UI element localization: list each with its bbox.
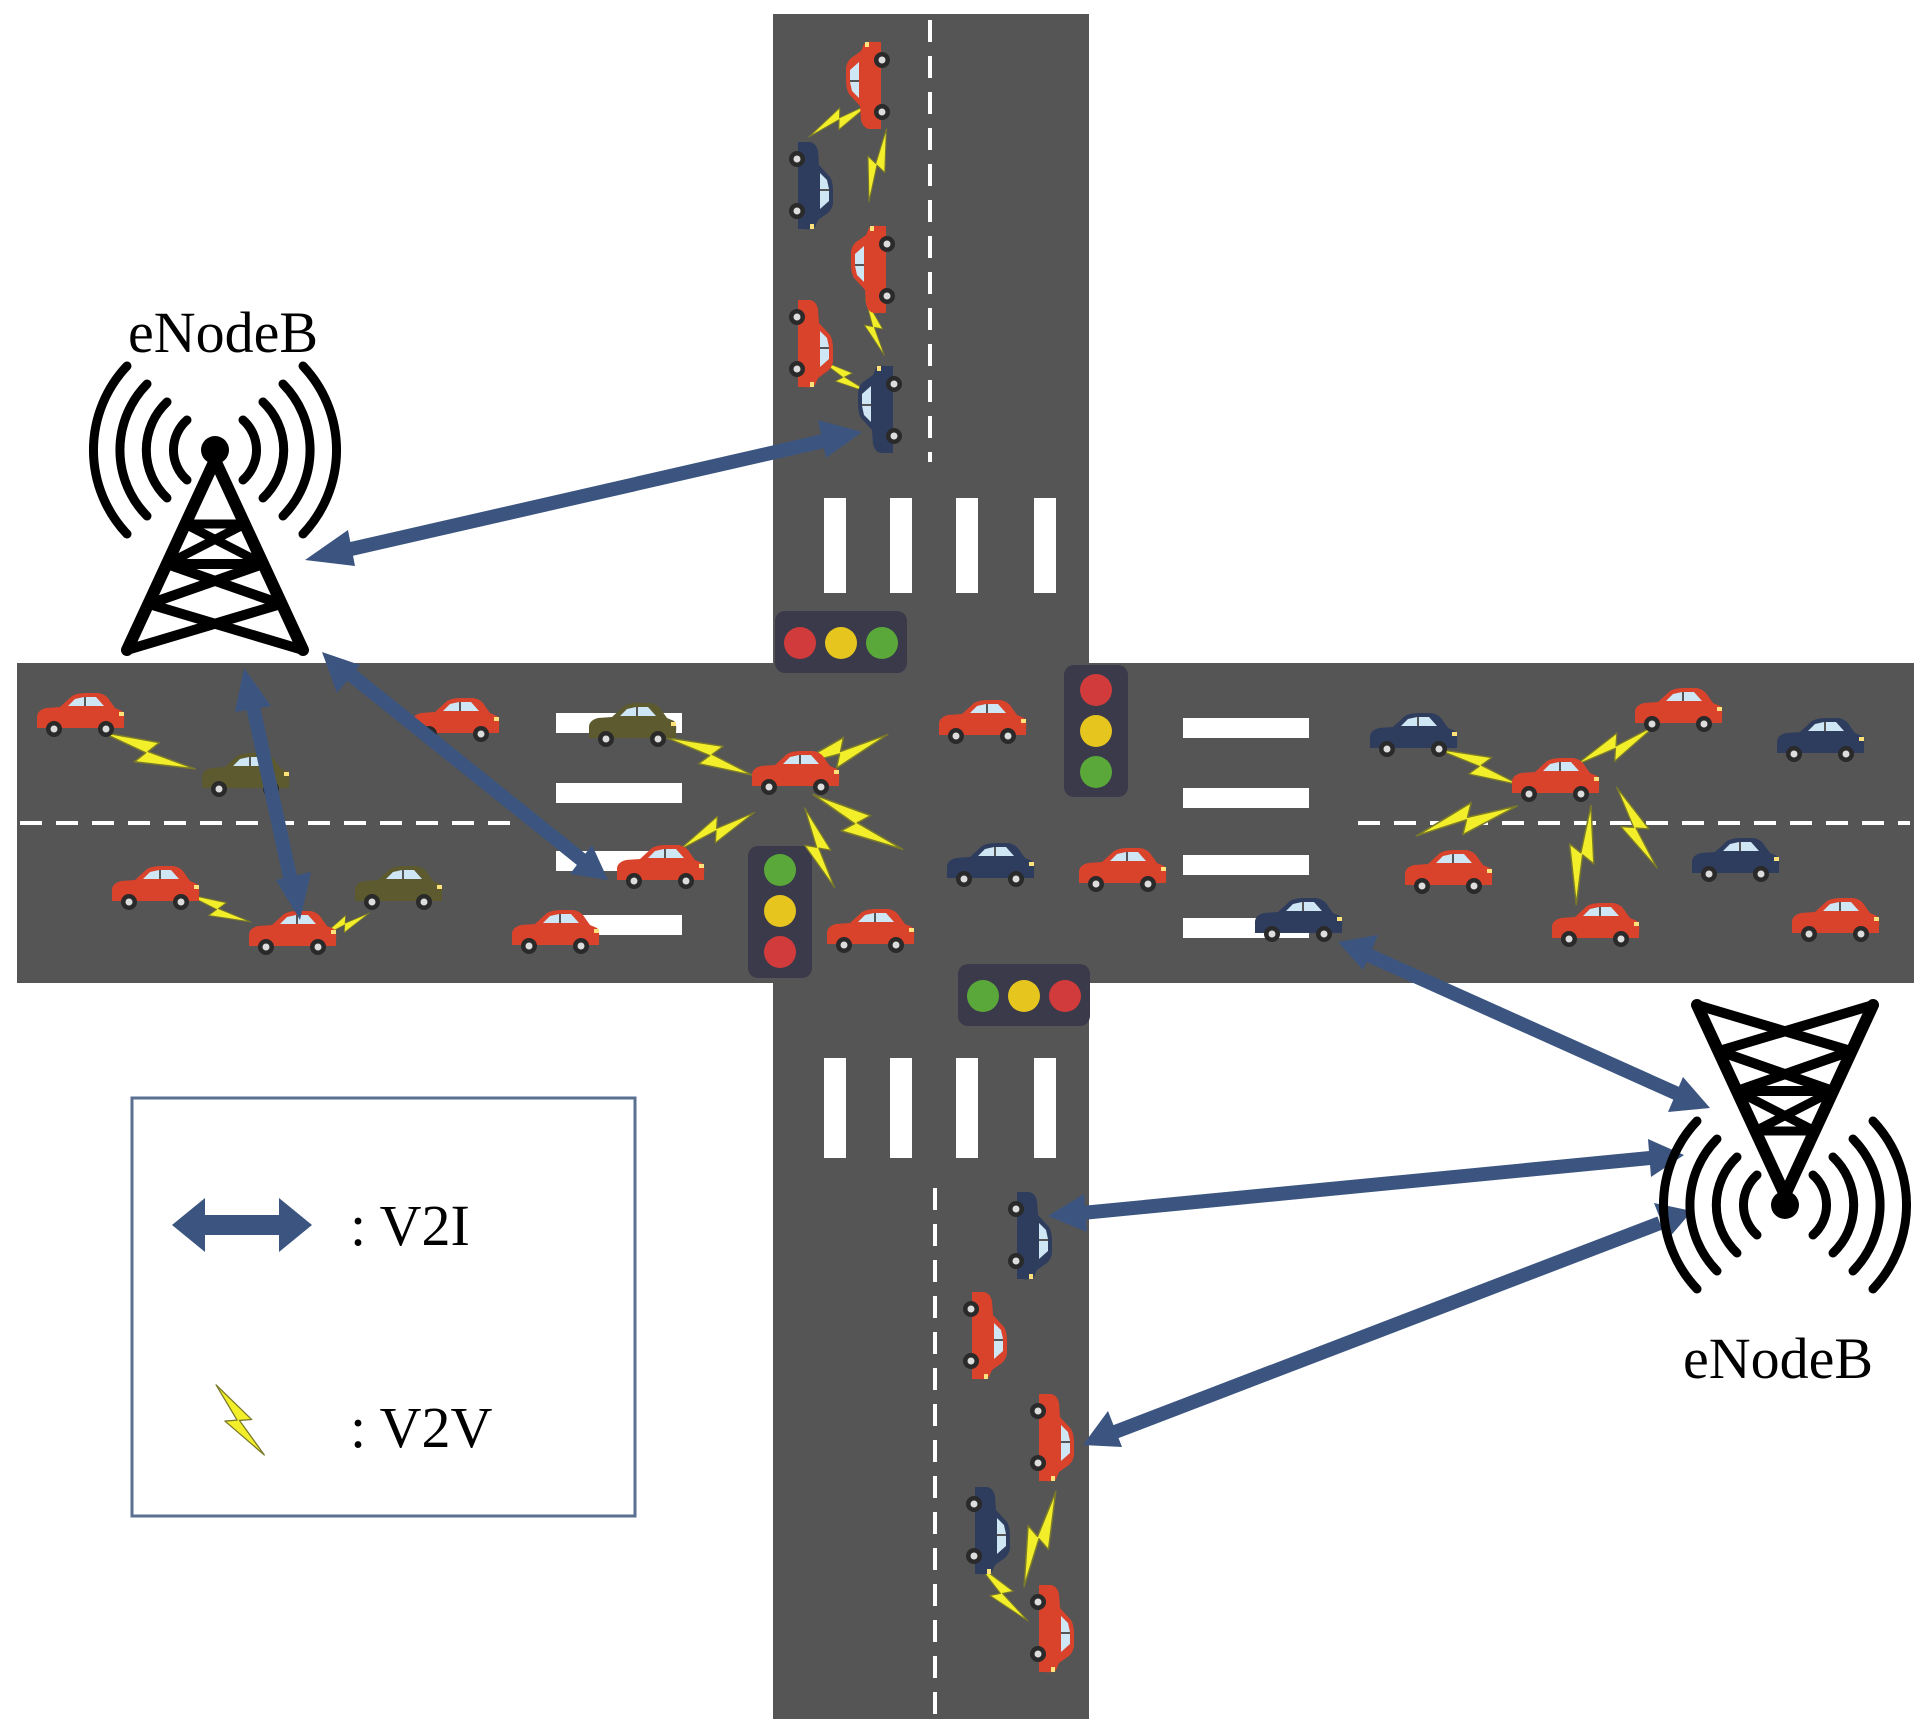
v2i-links bbox=[235, 420, 1710, 1447]
traffic-light-north bbox=[775, 611, 907, 673]
antenna-tower-icon bbox=[93, 366, 336, 650]
legend: : V2I : V2V bbox=[130, 1096, 637, 1518]
traffic-light-east bbox=[1064, 665, 1128, 797]
legend-box bbox=[130, 1096, 637, 1518]
legend-label-v2i: : V2I bbox=[350, 1193, 470, 1258]
v2i-arrow bbox=[322, 652, 608, 880]
base-station-label: eNodeB bbox=[1683, 1326, 1873, 1391]
traffic-lights bbox=[748, 611, 1128, 1026]
crosswalks bbox=[556, 498, 1309, 1158]
base-station-bottom-right: eNodeB bbox=[1663, 1005, 1906, 1391]
traffic-light-south bbox=[958, 964, 1090, 1026]
crosswalk-south bbox=[824, 1058, 1056, 1158]
double-arrow-icon bbox=[172, 1198, 312, 1252]
v2i-arrow bbox=[1083, 1203, 1692, 1447]
v2i-arrow bbox=[1338, 935, 1710, 1112]
legend-item-v2i: : V2I bbox=[172, 1193, 470, 1258]
base-station-label: eNodeB bbox=[128, 300, 318, 365]
traffic-light-west bbox=[748, 846, 812, 978]
legend-item-v2v: : V2V bbox=[203, 1380, 492, 1462]
v2i-arrow bbox=[235, 668, 311, 920]
crosswalk-north bbox=[824, 498, 1056, 593]
antenna-tower-icon bbox=[1663, 1005, 1906, 1289]
legend-label-v2v: : V2V bbox=[350, 1395, 492, 1460]
base-station-top-left: eNodeB bbox=[93, 300, 336, 650]
v2i-arrow bbox=[305, 420, 862, 566]
v2i-arrow bbox=[1048, 1139, 1684, 1232]
